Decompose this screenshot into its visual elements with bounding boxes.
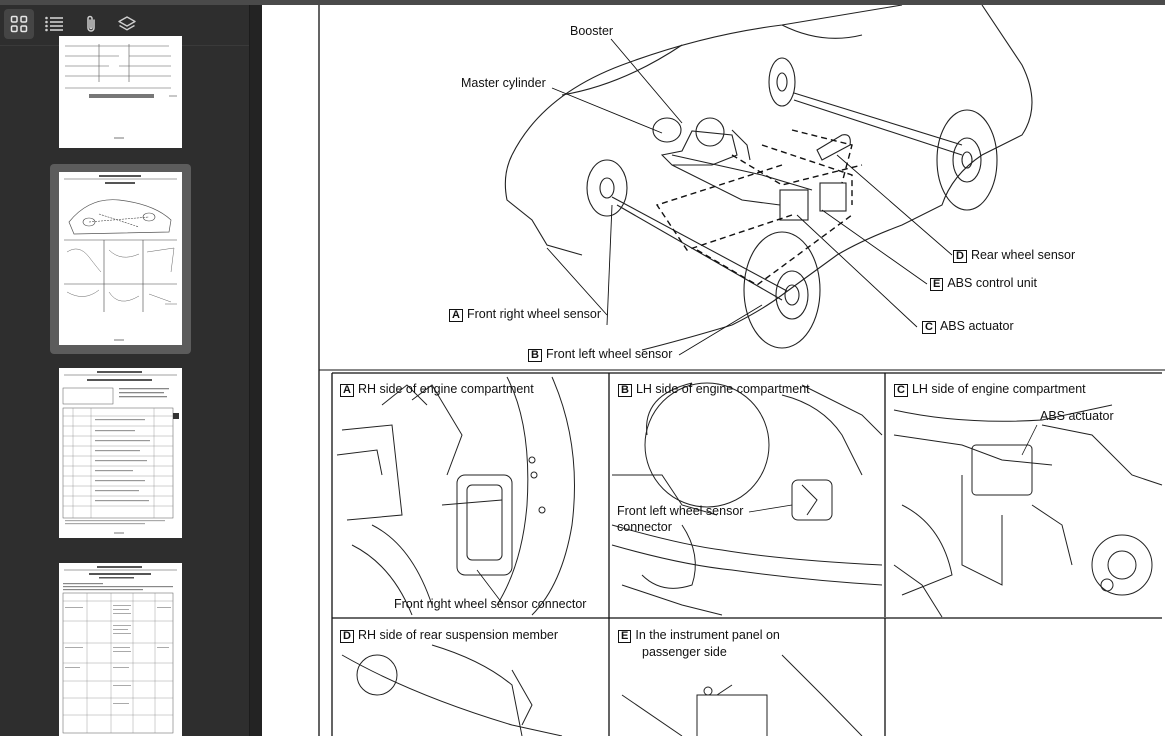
panel-a-title-text: RH side of engine compartment	[357, 382, 534, 396]
thumbnail-page-3-preview	[62, 371, 179, 534]
layers-icon	[118, 16, 136, 31]
thumbnail-page-1-preview	[65, 44, 177, 139]
component-location-drawing	[318, 5, 1165, 736]
paperclip-icon	[87, 15, 95, 32]
thumbnails-button[interactable]	[4, 9, 34, 39]
panel-c-caption: ABS actuator	[1040, 409, 1114, 423]
panel-e-marker: E	[618, 630, 632, 643]
layers-button[interactable]	[112, 9, 142, 39]
window-top-edge	[0, 0, 1165, 5]
thumbnail-list[interactable]	[0, 36, 249, 736]
list-icon	[45, 16, 63, 32]
thumbnail-page-4[interactable]	[59, 563, 182, 736]
thumbnail-page-3[interactable]	[59, 368, 182, 538]
panel-b-marker: B	[618, 384, 632, 397]
label-front-left-wheel-sensor-text: Front left wheel sensor	[545, 347, 673, 361]
panel-c-marker: C	[894, 384, 908, 397]
panel-b-caption-line2: connector	[617, 520, 672, 534]
marker-b: B	[528, 349, 542, 362]
label-master-cylinder: Master cylinder	[461, 76, 546, 90]
label-abs-actuator-text: ABS actuator	[939, 319, 1014, 333]
marker-d: D	[953, 250, 967, 263]
marker-e: E	[930, 278, 944, 291]
outline-button[interactable]	[39, 9, 69, 39]
label-rear-wheel-sensor-text: Rear wheel sensor	[970, 248, 1076, 262]
panel-d-title-text: RH side of rear suspension member	[357, 628, 559, 642]
grid-icon	[10, 15, 28, 33]
label-abs-control-unit-text: ABS control unit	[947, 276, 1037, 290]
label-booster: Booster	[570, 24, 614, 38]
panel-c-title-text: LH side of engine compartment	[911, 382, 1086, 396]
thumbnail-page-2[interactable]	[59, 172, 182, 345]
marker-a: A	[449, 309, 463, 322]
thumbnail-page-4-preview	[62, 566, 177, 734]
panel-b-caption-line1: Front left wheel sensor	[617, 504, 744, 518]
attachments-button[interactable]	[76, 9, 106, 39]
thumbnail-page-1[interactable]	[59, 36, 182, 148]
sidebar-splitter[interactable]	[249, 5, 263, 736]
panel-a-marker: A	[340, 384, 354, 397]
panel-a-caption: Front right wheel sensor connector	[394, 597, 587, 611]
sidebar	[0, 5, 249, 736]
panel-e-title-line1: In the instrument panel on	[635, 628, 780, 642]
panel-d-marker: D	[340, 630, 354, 643]
panel-e-title-line2: passenger side	[642, 645, 727, 659]
panel-b-title-text: LH side of engine compartment	[635, 382, 810, 396]
thumbnail-page-2-preview	[64, 175, 177, 341]
marker-c: C	[922, 321, 936, 334]
label-front-right-wheel-sensor-text: Front right wheel sensor	[466, 307, 602, 321]
